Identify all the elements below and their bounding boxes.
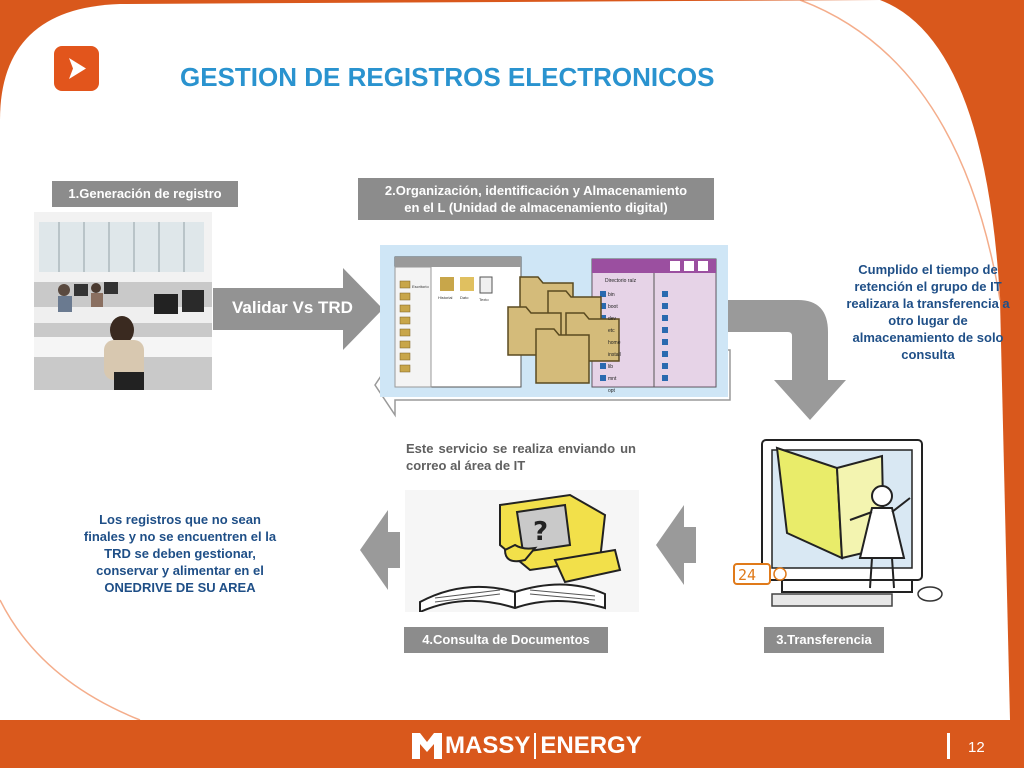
explorer-icon-label-2: Dato — [460, 295, 469, 300]
step1-label: 1.Generación de registro — [52, 181, 238, 207]
transfer-illustration: 24 — [732, 428, 948, 618]
explorer-right-pane-title: Directorio raíz — [605, 278, 637, 284]
svg-text:24: 24 — [738, 566, 756, 584]
transfer-down-arrow — [728, 300, 846, 420]
explorer-tree-item: home — [608, 340, 621, 346]
step3-label-text: 3.Transferencia — [776, 632, 872, 647]
step1-label-text: 1.Generación de registro — [68, 186, 222, 201]
explorer-tree-item: dev — [608, 316, 617, 322]
explorer-icon-label-3: Texto — [479, 297, 489, 302]
step4-label: 4.Consulta de Documentos — [404, 627, 608, 653]
logo-text-massy: MASSY — [445, 732, 531, 759]
slide-title: GESTION DE REGISTROS ELECTRONICOS — [180, 62, 715, 92]
massy-logo-icon — [412, 733, 442, 759]
explorer-tree-item: install — [608, 352, 621, 358]
page-number-divider — [947, 733, 950, 759]
explorer-icon-label-1: Historial — [438, 295, 453, 300]
step2-label-line1: 2.Organización, identificación y Almacen… — [384, 183, 688, 198]
logo-text-energy: ENERGY — [540, 732, 642, 759]
explorer-tree-item: etc — [608, 328, 615, 334]
step3-label: 3.Transferencia — [764, 627, 884, 653]
transfer-note: Cumplido el tiempo de retención el grupo… — [846, 262, 1010, 362]
page-number: 12 — [968, 739, 985, 756]
service-note: Este servicio se realiza enviando un cor… — [406, 441, 636, 473]
arrow-left-to-onedrive — [360, 510, 400, 590]
explorer-left-pane-title: Escritorio — [412, 284, 429, 289]
explorer-tree-item: opt — [608, 388, 615, 394]
massy-energy-logo: MASSY ENERGY — [412, 731, 642, 761]
validate-arrow — [213, 268, 383, 350]
validate-label: Validar Vs TRD — [232, 298, 353, 317]
explorer-tree-item: lib — [608, 364, 614, 370]
svg-text:?: ? — [533, 517, 548, 547]
step2-label: 2.Organización, identificación y Almacen… — [358, 178, 714, 220]
step4-label-text: 4.Consulta de Documentos — [422, 632, 590, 647]
consultation-illustration: ? — [405, 490, 639, 614]
logo-divider — [534, 733, 537, 759]
explorer-tree-item: bin — [608, 292, 615, 298]
explorer-tree-list: bin boot dev etc home install lib mnt op… — [608, 289, 621, 397]
explorer-tree-item: mnt — [608, 376, 617, 382]
office-photo — [34, 212, 212, 390]
step2-label-line2: en el L (Unidad de almacenamiento digita… — [404, 200, 668, 215]
slide-arrow-icon — [54, 46, 99, 91]
arrow-left-to-consulta — [656, 505, 696, 585]
onedrive-note: Los registros que no sean finales y no s… — [83, 512, 277, 595]
explorer-tree-item: boot — [608, 304, 618, 310]
file-explorer-illustration — [380, 245, 728, 397]
